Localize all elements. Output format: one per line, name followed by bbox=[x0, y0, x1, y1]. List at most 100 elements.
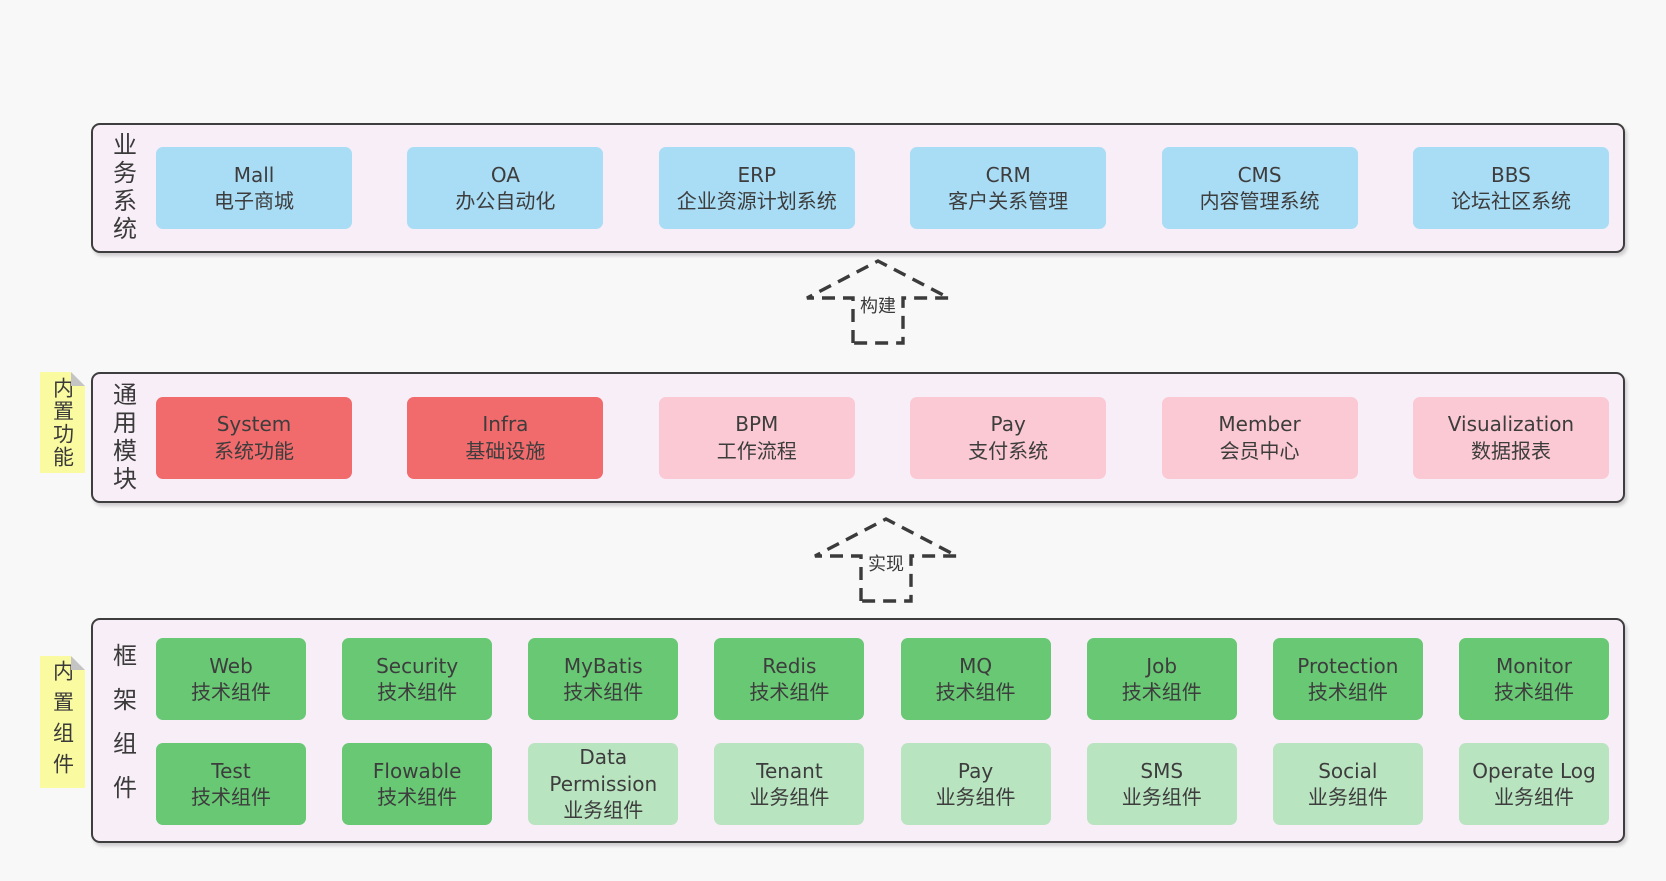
box-member: Member 会员中心 bbox=[1161, 396, 1358, 479]
box-subtitle: 技术组件 bbox=[191, 680, 271, 704]
box-pay-component: Pay 业务组件 bbox=[900, 743, 1051, 825]
box-subtitle: 技术组件 bbox=[563, 680, 644, 704]
box-subtitle: 业务组件 bbox=[1493, 785, 1574, 809]
box-name: Pay bbox=[990, 412, 1026, 437]
box-name: Visualization bbox=[1447, 412, 1575, 437]
box-infra: Infra 基础设施 bbox=[407, 396, 604, 479]
framework-row-2: Test 技术组件 Flowable 技术组件 Data Permission … bbox=[142, 743, 1623, 825]
framework-row-1: Web 技术组件 Security 技术组件 MyBatis 技术组件 Redi… bbox=[142, 638, 1623, 720]
box-name: ERP bbox=[737, 162, 777, 187]
dashed-up-arrow-icon bbox=[806, 259, 950, 345]
module-boxes-row: System 系统功能 Infra 基础设施 BPM 工作流程 Pay 支付系统… bbox=[142, 396, 1623, 479]
box-name: Security bbox=[376, 653, 459, 678]
box-name: Data Permission bbox=[549, 745, 658, 796]
box-monitor: Monitor 技术组件 bbox=[1458, 638, 1609, 720]
box-cms: CMS 内容管理系统 bbox=[1161, 147, 1358, 229]
box-name: System bbox=[216, 412, 292, 437]
box-name: Member bbox=[1218, 412, 1301, 437]
box-name: CRM bbox=[985, 162, 1031, 187]
box-subtitle: 技术组件 bbox=[1121, 680, 1202, 704]
box-subtitle: 技术组件 bbox=[749, 680, 830, 704]
box-subtitle: 内容管理系统 bbox=[1199, 189, 1320, 213]
box-protection: Protection 技术组件 bbox=[1272, 638, 1423, 720]
box-crm: CRM 客户关系管理 bbox=[910, 147, 1107, 229]
box-name: Social bbox=[1318, 758, 1378, 783]
box-subtitle: 技术组件 bbox=[377, 785, 458, 809]
box-mall: Mall 电子商城 bbox=[156, 147, 352, 229]
box-operate-log: Operate Log 业务组件 bbox=[1458, 743, 1609, 825]
box-name: Job bbox=[1146, 653, 1178, 678]
box-name: Tenant bbox=[756, 758, 823, 783]
arrow-label-implement: 实现 bbox=[865, 550, 907, 576]
box-name: Flowable bbox=[372, 758, 462, 783]
box-subtitle: 会员中心 bbox=[1219, 438, 1300, 463]
box-subtitle: 办公自动化 bbox=[455, 189, 556, 213]
arrow-label-build: 构建 bbox=[857, 292, 899, 318]
box-data-permission: Data Permission 业务组件 bbox=[528, 743, 679, 825]
box-erp: ERP 企业资源计划系统 bbox=[658, 147, 855, 229]
box-subtitle: 电子商城 bbox=[214, 189, 294, 213]
box-visualization: Visualization 数据报表 bbox=[1412, 396, 1609, 479]
box-job: Job 技术组件 bbox=[1086, 638, 1237, 720]
sticky-note-builtin-components: 内置组件 bbox=[40, 656, 85, 788]
sticky-note-label: 内置功能 bbox=[50, 376, 75, 469]
box-name: CMS bbox=[1237, 162, 1282, 187]
box-system: System 系统功能 bbox=[156, 396, 352, 479]
box-pay-system: Pay 支付系统 bbox=[910, 396, 1107, 479]
box-subtitle: 技术组件 bbox=[377, 680, 458, 704]
box-web: Web 技术组件 bbox=[156, 638, 306, 720]
box-name: Mall bbox=[233, 162, 275, 187]
box-name: Pay bbox=[957, 758, 994, 783]
box-security: Security 技术组件 bbox=[342, 638, 493, 720]
box-name: Redis bbox=[762, 653, 817, 678]
box-subtitle: 业务组件 bbox=[563, 798, 644, 823]
box-mybatis: MyBatis 技术组件 bbox=[528, 638, 679, 720]
build-arrow-icon: 构建 bbox=[803, 258, 953, 346]
box-redis: Redis 技术组件 bbox=[714, 638, 865, 720]
box-sms: SMS 业务组件 bbox=[1086, 743, 1237, 825]
box-name: Infra bbox=[482, 412, 529, 437]
box-tenant: Tenant 业务组件 bbox=[714, 743, 865, 825]
box-subtitle: 论坛社区系统 bbox=[1450, 189, 1571, 213]
box-name: Operate Log bbox=[1472, 758, 1596, 783]
panel-framework-components: 框架组件 Web 技术组件 Security 技术组件 MyBatis 技术组件… bbox=[91, 618, 1625, 843]
box-name: MyBatis bbox=[563, 653, 643, 678]
box-subtitle: 客户关系管理 bbox=[948, 189, 1069, 213]
panel-label-modules: 通用模块 bbox=[108, 381, 137, 494]
box-bpm: BPM 工作流程 bbox=[658, 396, 855, 479]
box-name: BPM bbox=[735, 412, 779, 437]
box-subtitle: 业务组件 bbox=[935, 785, 1016, 809]
box-name: BBS bbox=[1491, 162, 1531, 187]
box-subtitle: 技术组件 bbox=[1307, 680, 1388, 704]
box-mq: MQ 技术组件 bbox=[900, 638, 1051, 720]
panel-label-framework: 框架组件 bbox=[108, 642, 137, 819]
box-subtitle: 技术组件 bbox=[191, 785, 271, 809]
box-bbs: BBS 论坛社区系统 bbox=[1412, 147, 1609, 229]
box-subtitle: 基础设施 bbox=[465, 438, 546, 463]
box-subtitle: 技术组件 bbox=[935, 680, 1016, 704]
box-subtitle: 业务组件 bbox=[749, 785, 830, 809]
box-test: Test 技术组件 bbox=[156, 743, 306, 825]
sticky-note-label: 内置组件 bbox=[50, 660, 75, 784]
panel-label-business: 业务系统 bbox=[108, 132, 137, 244]
box-name: Test bbox=[211, 758, 251, 783]
box-subtitle: 业务组件 bbox=[1307, 785, 1388, 809]
box-subtitle: 业务组件 bbox=[1121, 785, 1202, 809]
box-flowable: Flowable 技术组件 bbox=[342, 743, 493, 825]
sticky-note-builtin-features: 内置功能 bbox=[40, 372, 85, 473]
implement-arrow-icon: 实现 bbox=[811, 516, 961, 604]
box-oa: OA 办公自动化 bbox=[407, 147, 604, 229]
box-subtitle: 企业资源计划系统 bbox=[676, 189, 837, 213]
box-social: Social 业务组件 bbox=[1272, 743, 1423, 825]
box-name: Web bbox=[209, 653, 253, 678]
business-boxes-row: Mall 电子商城 OA 办公自动化 ERP 企业资源计划系统 CRM 客户关系… bbox=[142, 147, 1623, 229]
box-name: SMS bbox=[1140, 758, 1184, 783]
box-subtitle: 支付系统 bbox=[968, 438, 1049, 463]
box-subtitle: 技术组件 bbox=[1493, 680, 1574, 704]
box-subtitle: 系统功能 bbox=[214, 438, 294, 463]
dashed-up-arrow-icon bbox=[814, 517, 958, 603]
panel-common-modules: 通用模块 System 系统功能 Infra 基础设施 BPM 工作流程 Pay… bbox=[91, 372, 1625, 503]
box-subtitle: 数据报表 bbox=[1470, 438, 1551, 463]
box-name: Monitor bbox=[1495, 653, 1572, 678]
